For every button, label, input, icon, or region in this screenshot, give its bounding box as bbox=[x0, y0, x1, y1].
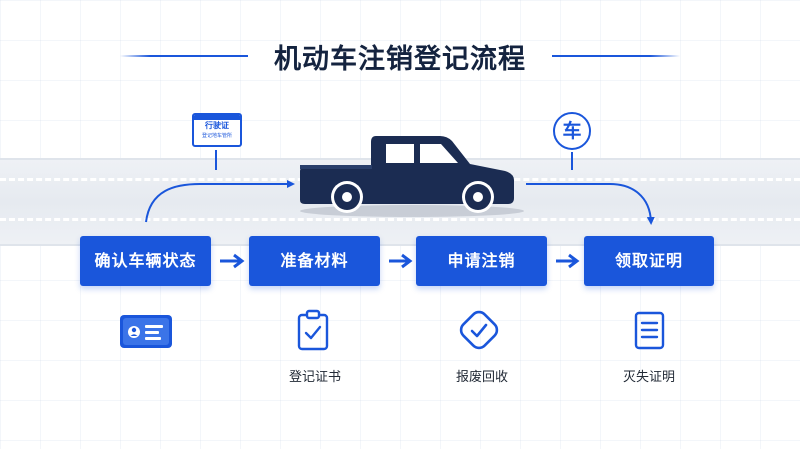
step-collect-certificate: 领取证明 bbox=[584, 236, 714, 286]
clipboard-check-icon bbox=[297, 309, 329, 351]
doc-label-scrap-recycling: 报废回收 bbox=[455, 370, 508, 385]
doc-label-loss-certificate: 灭失证明 bbox=[622, 370, 675, 385]
title-decor-right bbox=[552, 55, 680, 57]
exit-flow-arrow bbox=[526, 183, 655, 225]
entry-flow-arrow bbox=[145, 180, 295, 223]
flow-step-arrow bbox=[220, 253, 245, 269]
road-lane-marking bbox=[0, 218, 800, 221]
title-bar: 机动车注销登记流程 bbox=[0, 36, 800, 76]
step-apply-deregistration: 申请注销 bbox=[416, 236, 547, 286]
id-card-icon bbox=[120, 315, 172, 348]
recycle-badge-icon bbox=[459, 310, 499, 350]
vehicle-license-card-header bbox=[194, 115, 240, 120]
document-icon bbox=[634, 311, 665, 350]
flow-step-arrow bbox=[389, 253, 413, 269]
step-confirm-vehicle-status: 确认车辆状态 bbox=[80, 236, 211, 286]
car-badge-icon: 车 bbox=[553, 112, 591, 150]
step-prepare-materials: 准备材料 bbox=[249, 236, 380, 286]
vehicle-license-card: 行驶证 登记地车管所 bbox=[192, 113, 242, 147]
vehicle-license-title: 行驶证 bbox=[205, 121, 229, 130]
page-title: 机动车注销登记流程 bbox=[274, 44, 526, 75]
pickup-truck-icon bbox=[300, 136, 524, 217]
title-decor-left bbox=[120, 55, 248, 57]
doc-label-registration-certificate: 登记证书 bbox=[288, 370, 341, 385]
flow-step-arrow bbox=[556, 253, 580, 269]
vehicle-license-subtitle: 登记地车管所 bbox=[201, 133, 232, 139]
